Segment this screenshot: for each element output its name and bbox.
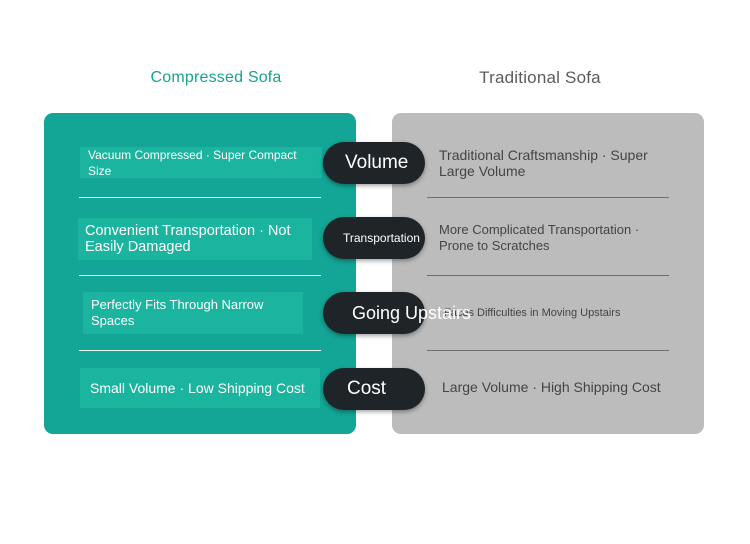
traditional-volume-cell: Traditional Craftsmanship · Super Large … [439, 147, 648, 179]
category-pill-volume: Volume [323, 142, 425, 184]
traditional-divider-3 [427, 350, 669, 351]
traditional-cost-cell: Large Volume · High Shipping Cost [442, 379, 661, 395]
compressed-divider-1 [79, 197, 321, 198]
traditional-transportation-cell: More Complicated Transportation · Prone … [439, 222, 640, 253]
compressed-upstairs-cell: Perfectly Fits Through Narrow Spaces [83, 292, 303, 334]
compressed-transportation-cell: Convenient Transportation · Not Easily D… [78, 218, 312, 260]
traditional-upstairs-cell: Faces Difficulties in Moving Upstairs [444, 307, 621, 319]
traditional-sofa-title: Traditional Sofa [479, 68, 601, 87]
compressed-divider-3 [79, 350, 321, 351]
traditional-divider-2 [427, 275, 669, 276]
category-pill-going-upstairs: Going Upstairs [323, 292, 471, 334]
compressed-volume-cell: Vacuum Compressed · Super Compact Size [80, 147, 322, 178]
category-pill-transportation: Transportation [323, 217, 425, 259]
traditional-sofa-panel [392, 113, 704, 434]
compressed-sofa-title: Compressed Sofa [150, 69, 282, 86]
compressed-divider-2 [79, 275, 321, 276]
compressed-cost-cell: Small Volume · Low Shipping Cost [80, 368, 320, 408]
traditional-divider-1 [427, 197, 669, 198]
category-pill-cost: Cost [323, 368, 425, 410]
